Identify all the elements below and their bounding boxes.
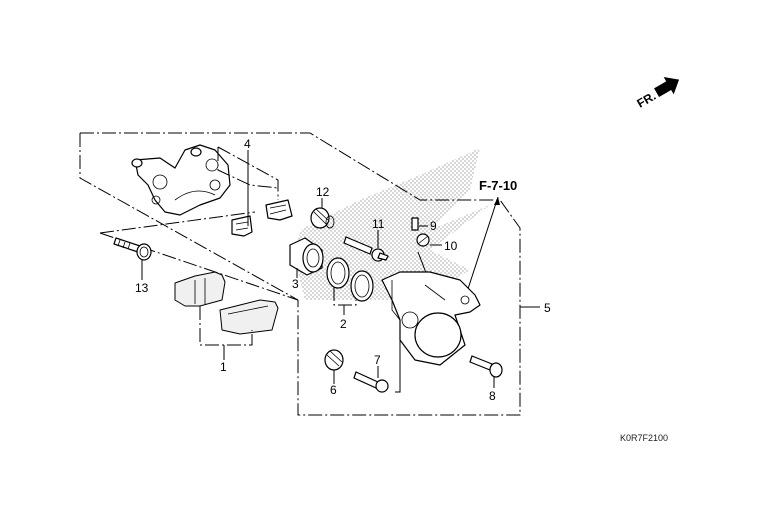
boot[interactable] bbox=[324, 349, 344, 371]
callout-4-bracket bbox=[217, 146, 279, 200]
reference-arrow-icon bbox=[494, 197, 500, 205]
callout-4[interactable]: 4 bbox=[244, 137, 251, 151]
callout-10[interactable]: 10 bbox=[444, 239, 458, 253]
piston-seal-set[interactable] bbox=[326, 257, 374, 302]
callout-5[interactable]: 5 bbox=[544, 301, 551, 315]
reference-leader bbox=[465, 196, 499, 296]
flange-bolt[interactable] bbox=[469, 355, 503, 378]
pin-boot[interactable] bbox=[310, 207, 335, 229]
callout-11[interactable]: 11 bbox=[372, 217, 385, 231]
callout-1[interactable]: 1 bbox=[220, 360, 227, 374]
fr-label: FR. bbox=[635, 89, 659, 111]
front-direction-indicator: FR. bbox=[635, 77, 680, 111]
callout-8[interactable]: 8 bbox=[489, 389, 496, 403]
callout-2[interactable]: 2 bbox=[340, 317, 347, 331]
caliper-body[interactable] bbox=[381, 271, 481, 366]
arrow-icon bbox=[654, 77, 680, 97]
callout-6[interactable]: 6 bbox=[330, 383, 337, 397]
callout-3[interactable]: 3 bbox=[292, 277, 299, 291]
callout-9[interactable]: 9 bbox=[430, 219, 437, 233]
pad-spring-clips[interactable] bbox=[231, 199, 293, 237]
brake-pad-set[interactable] bbox=[174, 271, 279, 335]
slide-pin[interactable] bbox=[343, 236, 389, 262]
callout-7[interactable]: 7 bbox=[374, 353, 381, 367]
caliper-bracket[interactable] bbox=[131, 144, 231, 216]
bracket-bolt[interactable] bbox=[113, 237, 152, 261]
callout-12[interactable]: 12 bbox=[316, 185, 330, 199]
drawing-code: K0R7F2100 bbox=[620, 433, 668, 443]
callout-13[interactable]: 13 bbox=[135, 281, 149, 295]
reference-label[interactable]: F-7-10 bbox=[479, 178, 517, 193]
pin-bolt[interactable] bbox=[353, 371, 389, 393]
bleed-valve[interactable] bbox=[411, 217, 430, 247]
piston[interactable] bbox=[289, 237, 324, 276]
